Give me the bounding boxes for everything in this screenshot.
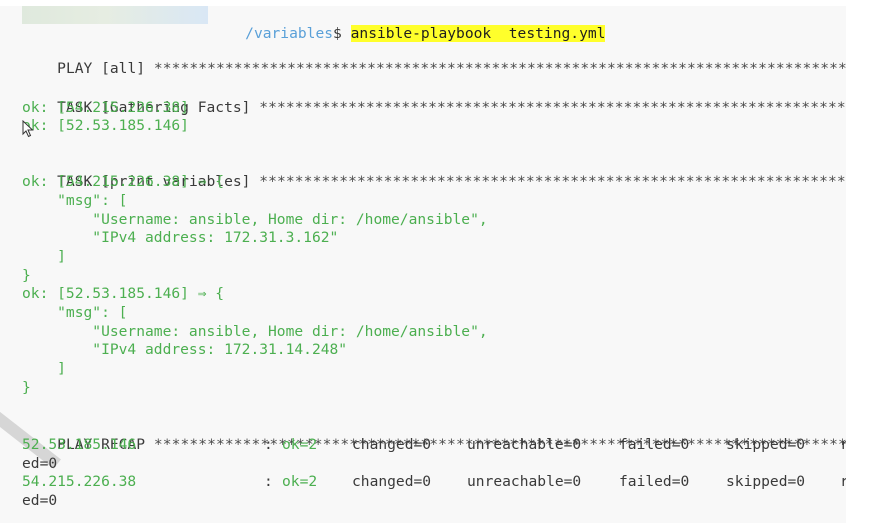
recap-failed: failed=0: [619, 436, 690, 453]
recap-changed: changed=0: [352, 473, 432, 490]
host-result-line: ok: [54.215.226.38] ⇒ {: [22, 173, 225, 190]
host-close-line: }: [22, 379, 31, 396]
recap-skipped: skipped=0: [726, 473, 806, 490]
recap-header-line: PLAY RECAP *****************************…: [22, 417, 846, 453]
recap-host: 54.215.226.38: [22, 473, 137, 490]
recap-ok: ok=2: [282, 473, 318, 490]
prompt-path: /variables: [245, 24, 334, 42]
mouse-pointer-icon: [22, 120, 34, 138]
task-print-header-line: TASK [print variables] *****************…: [22, 154, 846, 190]
prompt-command: ansible-playbook testing.yml: [350, 24, 606, 42]
task-facts-header: TASK [Gathering Facts]: [57, 98, 260, 116]
msg-line: "IPv4 address: 172.31.3.162": [22, 229, 339, 246]
msg-open-line: "msg": [: [22, 192, 128, 209]
recap-truncated: r: [840, 436, 846, 453]
recap-sep: :: [264, 473, 273, 490]
play-header: PLAY [all]: [57, 59, 154, 77]
task-facts-stars: ****************************************…: [259, 98, 846, 116]
msg-close-line: ]: [22, 360, 66, 377]
redacted-prompt-prefix: [22, 6, 208, 24]
msg-close-line: ]: [22, 248, 66, 265]
recap-host: 52.53.185.146: [22, 436, 137, 453]
play-stars: ****************************************…: [153, 59, 846, 77]
msg-line: "Username: ansible, Home dir: /home/ansi…: [22, 323, 488, 340]
prompt-line: /variables$ ansible-playbook testing.yml: [210, 6, 606, 42]
recap-ok: ok=2: [282, 436, 318, 453]
task-print-header: TASK [print variables]: [57, 172, 260, 190]
task-facts-header-line: TASK [Gathering Facts] *****************…: [22, 80, 846, 116]
host-result-line: ok: [52.53.185.146] ⇒ {: [22, 285, 225, 302]
msg-open-line: "msg": [: [22, 304, 128, 321]
terminal-window[interactable]: /variables$ ansible-playbook testing.yml…: [0, 6, 846, 523]
recap-unreachable: unreachable=0: [467, 436, 582, 453]
facts-result-line: ok: [54.215.226.38]: [22, 99, 189, 116]
recap-failed: failed=0: [619, 473, 690, 490]
recap-sep: :: [264, 436, 273, 453]
recap-wrap: ed=0: [22, 492, 58, 509]
recap-changed: changed=0: [352, 436, 432, 453]
facts-result-line: ok: [52.53.185.146]: [22, 117, 189, 134]
recap-wrap: ed=0: [22, 455, 58, 472]
recap-header: PLAY RECAP: [57, 435, 154, 453]
recap-truncated: r: [840, 473, 846, 490]
prompt-symbol: $: [333, 24, 342, 42]
msg-line: "IPv4 address: 172.31.14.248": [22, 341, 348, 358]
task-print-stars: ****************************************…: [259, 172, 846, 190]
play-header-line: PLAY [all] *****************************…: [22, 41, 846, 77]
host-close-line: }: [22, 267, 31, 284]
recap-skipped: skipped=0: [726, 436, 806, 453]
recap-unreachable: unreachable=0: [467, 473, 582, 490]
recap-stars: ****************************************…: [153, 435, 846, 453]
msg-line: "Username: ansible, Home dir: /home/ansi…: [22, 211, 488, 228]
